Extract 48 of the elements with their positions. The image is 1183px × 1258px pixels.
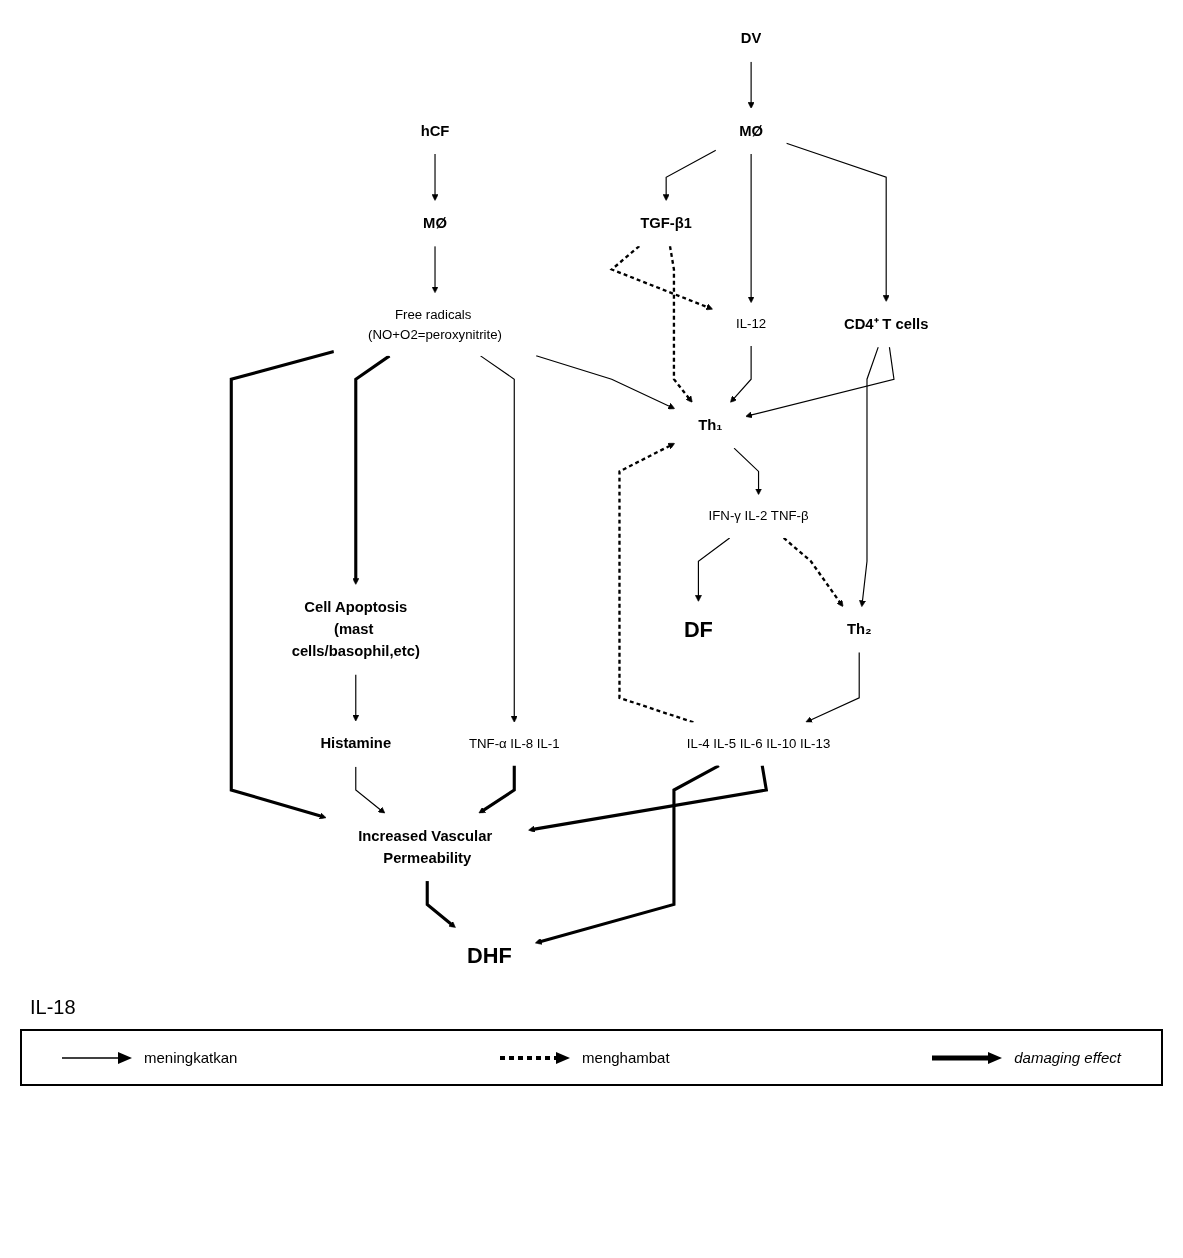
arrow [431,153,439,201]
arrow [352,354,391,585]
node-text: Free radicals (NO+O2=peroxynitrite) [368,306,502,342]
node-text: MØ [739,122,764,139]
label-text: IL-18 [30,996,77,1019]
arrow [618,443,694,724]
node-text: DHF [467,943,512,968]
arrow [352,673,360,722]
legend-text: damaging effect [1014,1049,1121,1066]
node-text: IL-12 [736,316,767,332]
arrow [229,350,335,820]
arrow [668,245,693,403]
arrow [747,61,755,109]
arrow [782,537,844,608]
arrow [733,447,762,496]
arrow [785,142,890,302]
arrow [431,245,439,294]
arrow [479,355,518,723]
arrow [662,149,717,201]
node-text: Increased Vascular Permeability [358,827,493,866]
node-text: hCF [420,122,450,139]
arrow [425,881,456,929]
node-text: TGF-β1 [640,214,693,231]
arrow [478,765,516,814]
arrow [745,346,895,419]
arrow [534,764,720,945]
node-text: Th₁ [698,416,723,433]
arrow [695,537,731,602]
node-text: DF [683,617,713,642]
node-text: Th₂ [846,620,872,638]
arrow [805,651,860,723]
node-text: MØ [423,214,447,231]
legend-text: menghambat [582,1049,670,1066]
arrow [609,245,713,311]
node-text: Cell Apoptosis (mast cells/basophil,etc) [291,598,420,660]
arrow [355,766,386,814]
arrow [859,346,879,608]
arrow [747,153,755,304]
node-text: IL-4 IL-5 IL-6 IL-10 IL-13 [686,736,831,752]
node-text: TNF-α IL-8 IL-1 [468,736,560,752]
arrow [528,765,769,833]
node-text: DV [740,30,762,47]
node-text: IFN-γ IL-2 TNF-β [708,508,809,524]
node-text: Histamine [320,735,392,752]
legend-text: meningkatkan [144,1049,238,1066]
arrow [535,355,676,410]
arrow [730,345,752,403]
node-text: CD4⁺ T cells [844,315,929,332]
